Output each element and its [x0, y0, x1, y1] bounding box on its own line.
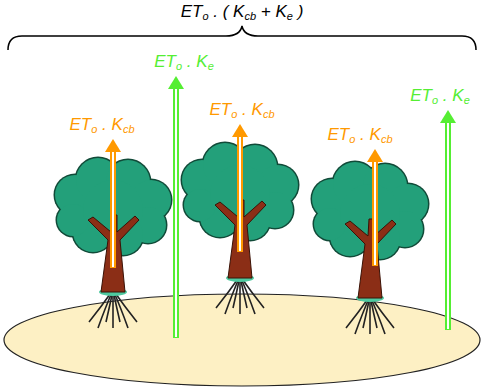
- arrow-shaft: [237, 134, 243, 252]
- arrow-shaft: [372, 159, 378, 266]
- total-et-label: ETo . ( Kcb + Ke ): [181, 1, 304, 23]
- evaporation-label: ETo . Ke: [410, 86, 470, 105]
- arrow-shaft: [173, 86, 179, 338]
- arrow-core: [374, 160, 376, 265]
- evaporation-label: ETo . Ke: [154, 52, 214, 71]
- transpiration-label: ETo . Kcb: [328, 125, 393, 144]
- transpiration-label: ETo . Kcb: [70, 115, 135, 134]
- transpiration-label: ETo . Kcb: [70, 114, 135, 136]
- arrow-core: [175, 87, 177, 337]
- evaporation-label: ETo . Ke: [154, 51, 214, 73]
- flux-arrow: [440, 110, 456, 330]
- arrow-shaft: [110, 149, 116, 268]
- arrow-head: [105, 139, 121, 152]
- transpiration-label: ETo . Kcb: [210, 99, 275, 121]
- arrow-head: [367, 149, 383, 162]
- total-et-label: ETo . ( Kcb + Ke ): [181, 2, 304, 21]
- flux-arrow: [232, 124, 248, 252]
- flux-arrow: [168, 76, 184, 338]
- arrow-core: [447, 121, 449, 329]
- transpiration-label: ETo . Kcb: [210, 100, 275, 119]
- ground-ellipse: [4, 294, 480, 386]
- arrow-shaft: [445, 120, 451, 330]
- flux-arrow: [367, 149, 383, 266]
- arrow-head: [440, 110, 456, 123]
- tree: [311, 161, 430, 335]
- evaporation-label: ETo . Ke: [410, 85, 470, 107]
- transpiration-label: ETo . Kcb: [328, 124, 393, 146]
- arrow-head: [232, 124, 248, 137]
- arrow-core: [112, 150, 114, 267]
- brace: [8, 26, 476, 50]
- trunk: [345, 219, 396, 298]
- flux-arrow: [105, 139, 121, 268]
- arrow-head: [168, 76, 184, 89]
- arrow-core: [239, 135, 241, 251]
